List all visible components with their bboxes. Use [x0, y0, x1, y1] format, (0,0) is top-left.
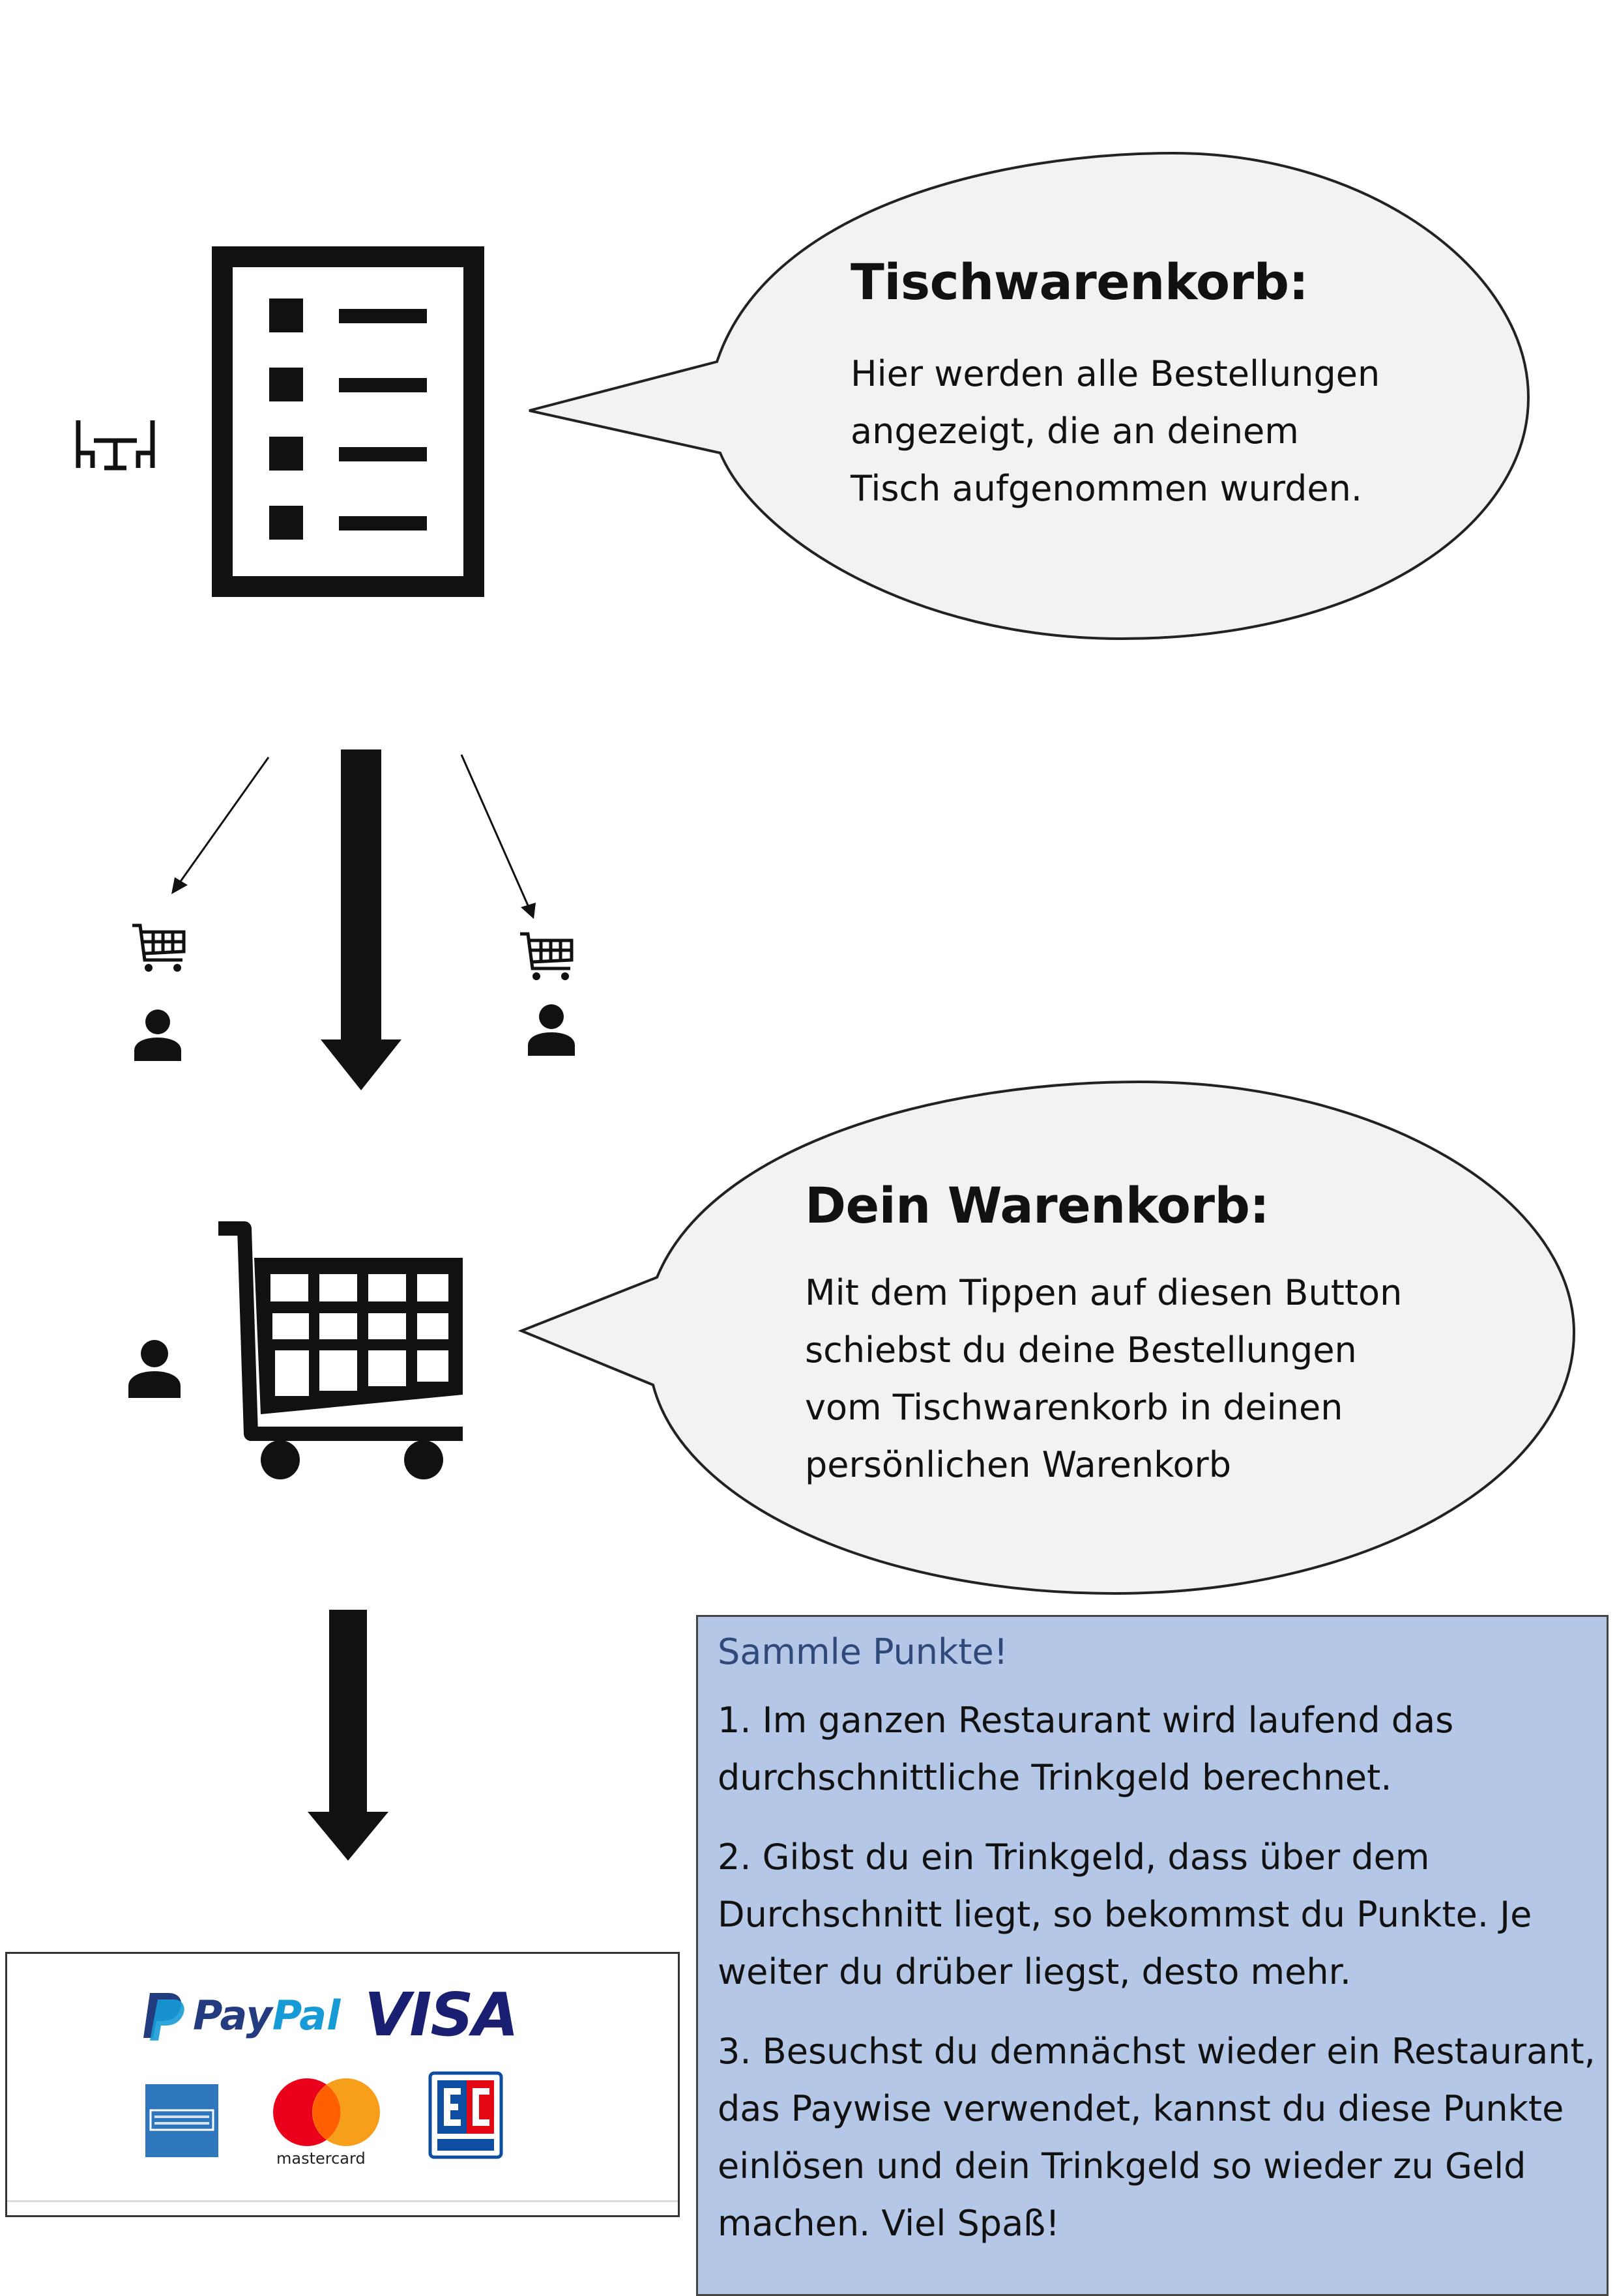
- table-cart-description: Hier werden alle Bestellungen angezeigt,…: [851, 345, 1380, 517]
- paypal-logo-text: PayPal: [193, 1992, 340, 2039]
- person-icon-left: [134, 1010, 181, 1061]
- table-icon: [76, 420, 155, 471]
- text-line: vom Tischwarenkorb in deinen: [805, 1387, 1343, 1428]
- points-item-1: 1. Im ganzen Restaurant wird laufend das…: [718, 1692, 1587, 1807]
- text-line: Mit dem Tippen auf diesen Button: [805, 1272, 1403, 1313]
- paypal-icon: [143, 1993, 184, 2041]
- points-item-3: 3. Besuchst du demnächst wieder ein Rest…: [718, 2023, 1595, 2252]
- points-item-2: 2. Gibst du ein Trinkgeld, dass über dem…: [718, 1829, 1587, 2001]
- arrow-right-line: [460, 754, 531, 910]
- text-line: 3. Besuchst du demnächst wieder ein Rest…: [718, 2031, 1595, 2072]
- amex-icon: [145, 2084, 218, 2157]
- paypal-pay: Pay: [193, 1992, 272, 2039]
- mastercard-logo-text: mastercard: [276, 2149, 366, 2168]
- arrow-right-head: [521, 903, 536, 919]
- payment-methods-panel: PayPal VISA mastercard: [5, 1952, 680, 2217]
- down-arrow-shaft: [341, 749, 381, 1039]
- mastercard-icon: [273, 2078, 380, 2146]
- shopping-cart-button[interactable]: [215, 1219, 469, 1492]
- down-arrow-bottom: [308, 1610, 388, 1861]
- text-line: 2. Gibst du ein Trinkgeld, dass über dem: [718, 1837, 1430, 1878]
- small-cart-icon-left: [132, 923, 186, 972]
- person-icon: [128, 1340, 181, 1398]
- visa-logo: VISA: [364, 1980, 519, 2050]
- text-line: machen. Viel Spaß!: [718, 2203, 1060, 2244]
- text-line: Tisch aufgenommen wurden.: [851, 468, 1362, 509]
- ec-card-icon: [428, 2071, 503, 2159]
- text-line: weiter du drüber liegst, desto mehr.: [718, 1951, 1351, 1992]
- person-icon-right: [528, 1004, 575, 1056]
- text-line: einlösen und dein Trinkgeld so wieder zu…: [718, 2145, 1526, 2187]
- speech-bubble-your-cart: [517, 1080, 1576, 1595]
- text-line: 1. Im ganzen Restaurant wird laufend das: [718, 1700, 1454, 1741]
- arrow-left-head: [171, 877, 188, 894]
- text-line: Durchschnitt liegt, so bekommst du Punkt…: [718, 1894, 1532, 1935]
- text-line: das Paywise verwendet, kannst du diese P…: [718, 2088, 1564, 2129]
- arrows-split: [171, 749, 536, 1090]
- paypal-pal: Pal: [272, 1992, 341, 2039]
- small-cart-icon-right: [520, 932, 574, 980]
- arrow-left-line: [177, 757, 270, 886]
- collect-points-panel: Sammle Punkte! 1. Im ganzen Restaurant w…: [696, 1615, 1609, 2296]
- text-line: persönlichen Warenkorb: [805, 1444, 1231, 1485]
- text-line: Hier werden alle Bestellungen: [851, 353, 1380, 394]
- text-line: angezeigt, die an deinem: [851, 411, 1299, 452]
- order-list-icon[interactable]: [212, 246, 484, 597]
- table-cart-title: Tischwarenkorb:: [851, 253, 1309, 311]
- divider: [7, 2200, 678, 2202]
- your-cart-description: Mit dem Tippen auf diesen Button schiebs…: [805, 1264, 1402, 1494]
- down-arrow-head: [321, 1039, 401, 1090]
- speech-bubble-table-cart: [529, 151, 1530, 641]
- text-line: schiebst du deine Bestellungen: [805, 1330, 1357, 1371]
- text-line: durchschnittliche Trinkgeld berechnet.: [718, 1757, 1392, 1798]
- your-cart-title: Dein Warenkorb:: [805, 1176, 1270, 1234]
- points-title: Sammle Punkte!: [718, 1631, 1008, 1672]
